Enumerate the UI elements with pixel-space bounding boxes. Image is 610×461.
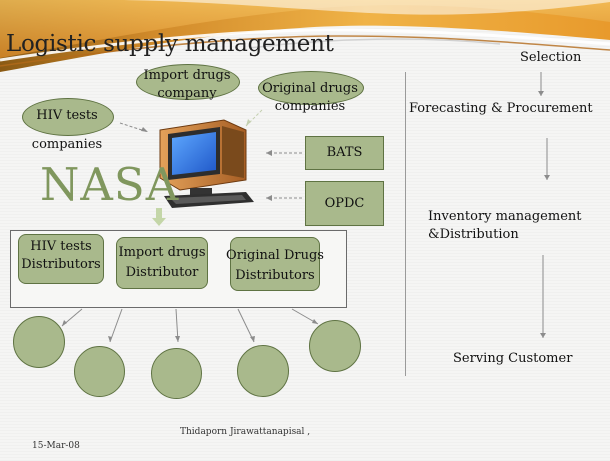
customer-circle [13, 316, 65, 368]
customer-circle [74, 346, 125, 397]
hiv-tests-distributors-box [18, 234, 104, 284]
vertical-divider [405, 72, 406, 376]
hiv-tests-distributors-label: HIV tests Distributors [21, 239, 101, 272]
hiv-tests-label: HIV tests [36, 108, 98, 123]
opdc-label: OPDC [324, 196, 365, 211]
import-drugs-distributor-box [116, 237, 208, 289]
footer-date: 15-Mar-08 [32, 441, 80, 451]
original-to-nasa-arrow [245, 109, 263, 127]
original-drugs-distributors-label: Original Drugs Distributors [226, 248, 324, 283]
process-step-serving: Serving Customer [453, 351, 573, 366]
import-drugs-company-label: Import drugs company [143, 68, 231, 101]
import-drugs-distributor-label: Import drugs Distributor [118, 245, 206, 280]
bats-label: BATS [326, 145, 363, 160]
process-step-forecasting: Forecasting & Procurement [409, 101, 593, 116]
process-step-inventory: Inventory management &Distribution [428, 209, 582, 242]
nasa-down-arrow [156, 208, 162, 218]
hiv-tests-companies-label: companies [31, 137, 103, 152]
nasa-label: NASA [40, 158, 180, 211]
customer-circle [237, 345, 289, 397]
original-drugs-companies-ellipse [258, 71, 364, 105]
opdc-box [305, 181, 384, 226]
header-swoosh [0, 0, 610, 72]
slide-title: Logistic supply management [6, 31, 334, 57]
footer-author: Thidaporn Jirawattanapisal , [180, 427, 311, 437]
original-drugs-distributors-box [230, 237, 320, 291]
process-step-selection: Selection [520, 50, 582, 65]
customer-circle [151, 348, 202, 399]
original-drugs-companies-label: Original drugs companies [262, 81, 358, 114]
customer-circle [309, 320, 361, 372]
computer-icon [159, 119, 254, 208]
bats-box [305, 136, 384, 170]
hiv-tests-ellipse [22, 98, 114, 136]
import-drugs-company-ellipse [136, 64, 240, 100]
